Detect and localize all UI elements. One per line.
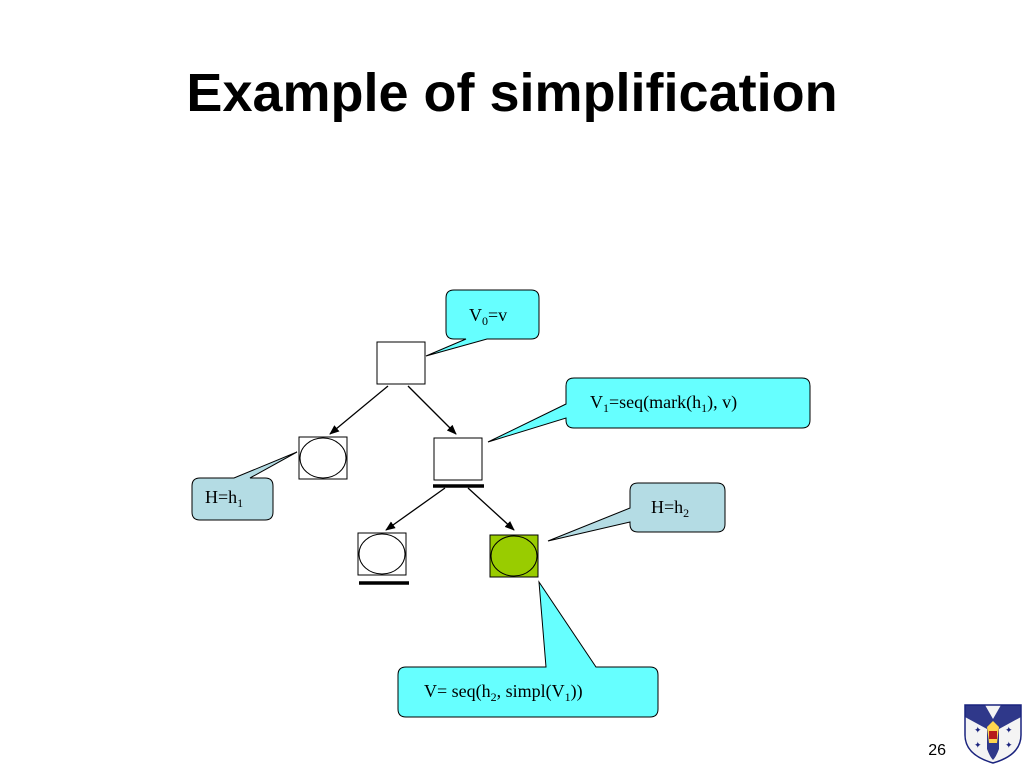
callout-v-result-rest: )) (571, 681, 583, 702)
left-node (298, 436, 348, 480)
callout-v0: V0=v (425, 289, 540, 357)
svg-text:H=h2: H=h2 (651, 497, 689, 520)
callout-h2-main: H=h (651, 497, 683, 517)
callout-v1-sub2: 1 (701, 401, 707, 415)
callout-v1-sub: 1 (603, 401, 609, 415)
svg-text:V0=v: V0=v (469, 305, 507, 328)
root-node (376, 341, 426, 385)
callout-v1-mid: =seq(mark(h (609, 392, 701, 413)
callout-v-result-mid: , simpl(V (497, 681, 565, 702)
callout-v-result: V= seq(h2, simpl(V1)) (397, 580, 659, 718)
callout-v-result-sub2: 1 (565, 690, 571, 704)
callout-v0-main: V (469, 305, 482, 325)
bottom-left-node (357, 532, 407, 576)
slide-title: Example of simplification (186, 63, 838, 123)
callout-v-result-main: V= seq(h (424, 681, 491, 702)
slide-number: 26 (928, 742, 946, 759)
bottom-right-node (489, 534, 539, 578)
edge-mid-left (385, 487, 446, 531)
callout-v0-rest: =v (488, 305, 507, 325)
svg-text:V= seq(h2, simpl(V1)): V= seq(h2, simpl(V1)) (424, 681, 583, 704)
svg-text:✦: ✦ (974, 741, 982, 751)
svg-text:✦: ✦ (1005, 726, 1013, 736)
middle-node (433, 437, 483, 481)
svg-text:V1=seq(mark(h1), v): V1=seq(mark(h1), v) (590, 392, 737, 415)
svg-text:H=h1: H=h1 (205, 487, 243, 510)
callout-v1-main: V (590, 392, 603, 412)
callout-h1: H=h1 (191, 451, 298, 521)
callout-v1-rest: ), v) (707, 392, 737, 413)
callout-v-result-sub: 2 (491, 690, 497, 704)
callout-h2-sub: 2 (683, 506, 689, 520)
callout-v1: V1=seq(mark(h1), v) (487, 377, 811, 443)
callout-h1-main: H=h (205, 487, 237, 507)
crest-logo-icon: ✦ ✦ ✦ ✦ (964, 704, 1022, 764)
callout-h2: H=h2 (547, 482, 726, 542)
svg-text:✦: ✦ (974, 726, 982, 736)
edge-root-right (407, 385, 457, 435)
callout-h1-sub: 1 (237, 496, 243, 510)
edge-root-left (329, 385, 389, 435)
callout-v0-sub: 0 (482, 314, 488, 328)
svg-text:✦: ✦ (1005, 741, 1013, 751)
edge-mid-right (467, 487, 515, 531)
